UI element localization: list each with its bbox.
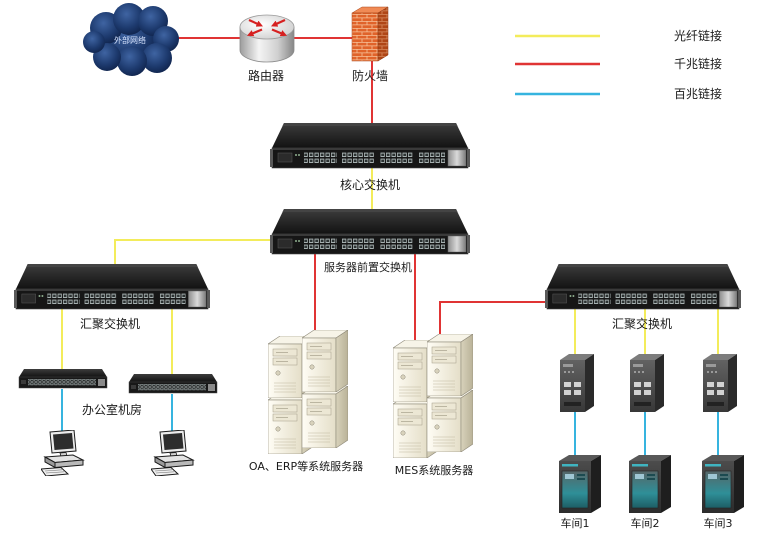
office-switch-2-icon [128,373,218,394]
legend-label-gigabit: 千兆链接 [674,56,722,71]
router-icon [239,14,295,63]
firewall-icon [351,6,389,62]
firewall-front [351,12,379,62]
cloud-puff [113,3,145,35]
server-icon [302,330,348,392]
legend: 光纤链接 千兆链接 百兆链接 [515,28,722,101]
legend-label-fiber: 光纤链接 [674,28,722,43]
industrial-switch-icon [630,354,664,412]
legend-label-fast-ethernet: 百兆链接 [674,86,722,101]
server-switch-icon [270,208,470,255]
agg-left-label: 汇聚交换机 [80,316,140,331]
industrial-switch-icon [703,354,737,412]
cloud-puff [117,46,147,76]
industrial-switch-icon [560,354,594,412]
mes-servers-label: MES系统服务器 [395,464,473,477]
agg-right-label: 汇聚交换机 [612,316,672,331]
router-label: 路由器 [248,68,284,83]
agg-right-switch-icon [545,263,741,310]
server-icon [427,390,473,452]
workshop-1-label: 车间1 [561,516,590,530]
links [61,37,719,458]
workshop-2-label: 车间2 [631,516,660,530]
plc-icon [629,455,671,513]
internet-label: 外部网络 [114,35,146,45]
pc-icon [151,430,194,476]
workshop-3-label: 车间3 [704,516,733,530]
plc-icon [702,455,744,513]
router-top [239,14,295,40]
cloud-icon: 外部网络 [83,3,179,76]
oa-server-cluster-icon [268,330,348,454]
agg-left-switch-icon [14,263,210,310]
pc-icon [41,430,84,476]
router-arrow [271,28,288,37]
server-switch-label: 服务器前置交换机 [324,260,412,274]
oa-servers-label: OA、ERP等系统服务器 [249,459,363,473]
plc-icon [559,455,601,513]
link-server-switch-agg-left [114,239,273,265]
mes-server-cluster-icon [393,334,473,458]
server-icon [302,386,348,448]
server-icon [427,334,473,396]
firewall-side [377,6,389,62]
cloud-puff [83,31,105,53]
link-mes-agg-right [439,301,547,336]
router-arrow [270,18,286,27]
office-switch-1-icon [18,368,108,389]
core-switch-icon [270,122,470,169]
firewall-label: 防火墙 [352,68,388,83]
office-room-label: 办公室机房 [82,402,142,417]
router-arrow [246,28,263,37]
router-arrow [248,18,264,27]
cloud-puff [142,43,172,73]
core-switch-label: 核心交换机 [340,177,400,192]
